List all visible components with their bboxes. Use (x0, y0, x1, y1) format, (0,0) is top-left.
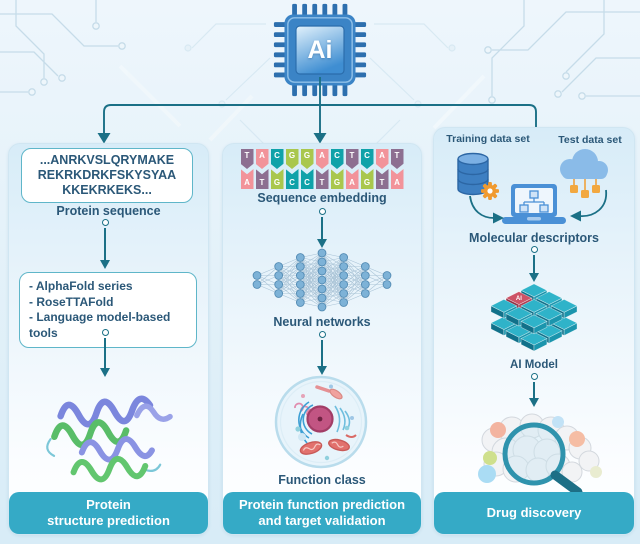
base-tile: A (240, 169, 254, 189)
base-tile: G (330, 169, 344, 189)
base-tile: A (255, 149, 269, 169)
base-tile: T (390, 149, 404, 169)
protein-ribbon-icon (46, 395, 173, 483)
magnifier-molecule-icon (478, 413, 602, 494)
base-tile: T (375, 169, 389, 189)
base-tile: G (300, 149, 314, 169)
footer-line: structure prediction (47, 513, 170, 528)
base-tile: T (315, 169, 329, 189)
base-tile: T (345, 149, 359, 169)
flow-arrow (100, 329, 110, 377)
ai-model-chip-label: AI (516, 296, 522, 302)
footer-line: and target validation (258, 513, 386, 528)
base-tile: C (270, 149, 284, 169)
cell-icon (274, 375, 368, 469)
tool-item: - Language model-based tools (29, 310, 171, 340)
base-tile: G (285, 149, 299, 169)
ai-model-stack-icon: AI (490, 283, 578, 352)
training-data-set-label: Training data set (446, 133, 530, 145)
base-tile: C (360, 149, 374, 169)
footer-line: Protein (86, 497, 131, 513)
flow-arrow (317, 331, 327, 375)
function-class-caption: Function class (278, 473, 366, 487)
sequence-line: KKEKRKEKS... (62, 183, 152, 197)
base-tile: A (345, 169, 359, 189)
flow-arrow (100, 219, 110, 269)
protein-sequence-box: ...ANRKVSLQRYMAKE REKRKDRKFSKYSYAA KKEKR… (21, 148, 193, 203)
base-tile: A (390, 169, 404, 189)
dataset-flow-arrows (469, 189, 607, 224)
neural-network-icon (252, 248, 392, 312)
base-tile: T (240, 149, 254, 169)
cloud-data-icon (560, 149, 608, 198)
flow-arrow (529, 373, 539, 407)
database-gear-icon (457, 152, 499, 200)
footer-line: Protein function prediction (238, 497, 406, 513)
prediction-tools-box: - AlphaFold series - RoseTTAFold - Langu… (19, 272, 197, 348)
neural-networks-caption: Neural networks (273, 315, 371, 329)
base-tile: T (255, 169, 269, 189)
ai-chip-label: Ai (307, 35, 333, 64)
base-tile: G (270, 169, 284, 189)
base-tile: C (330, 149, 344, 169)
laptop-flowchart-icon (502, 184, 566, 224)
sequence-line: ...ANRKVSLQRYMAKE (39, 153, 175, 167)
base-tile: C (285, 169, 299, 189)
footer-function-prediction: Protein function prediction and target v… (223, 492, 421, 534)
molecular-descriptors-caption: Molecular descriptors (469, 231, 599, 245)
footer-line: Drug discovery (486, 505, 582, 521)
base-tile: C (300, 169, 314, 189)
base-tile: A (315, 149, 329, 169)
flow-arrow (317, 208, 327, 248)
panel-protein-structure: ...ANRKVSLQRYMAKE REKRKDRKFSKYSYAA KKEKR… (8, 143, 209, 535)
footer-drug-discovery: Drug discovery (434, 492, 634, 534)
test-data-set-label: Test data set (558, 134, 622, 146)
ai-chip-icon (273, 3, 367, 97)
base-tile: G (360, 169, 374, 189)
protein-sequence-caption: Protein sequence (56, 204, 161, 218)
tool-item: - RoseTTAFold (29, 294, 114, 309)
footer-protein-structure: Protein structure prediction (9, 492, 208, 534)
ai-model-caption: AI Model (510, 359, 558, 371)
base-tile: A (375, 149, 389, 169)
flow-arrow (529, 246, 539, 282)
sequence-embedding-caption: Sequence embedding (257, 191, 387, 205)
sequence-line: REKRKDRKFSKYSYAA (37, 168, 177, 182)
panel-drug-discovery: Training data set Test data set (433, 127, 635, 535)
tool-item: - AlphaFold series (29, 279, 133, 293)
